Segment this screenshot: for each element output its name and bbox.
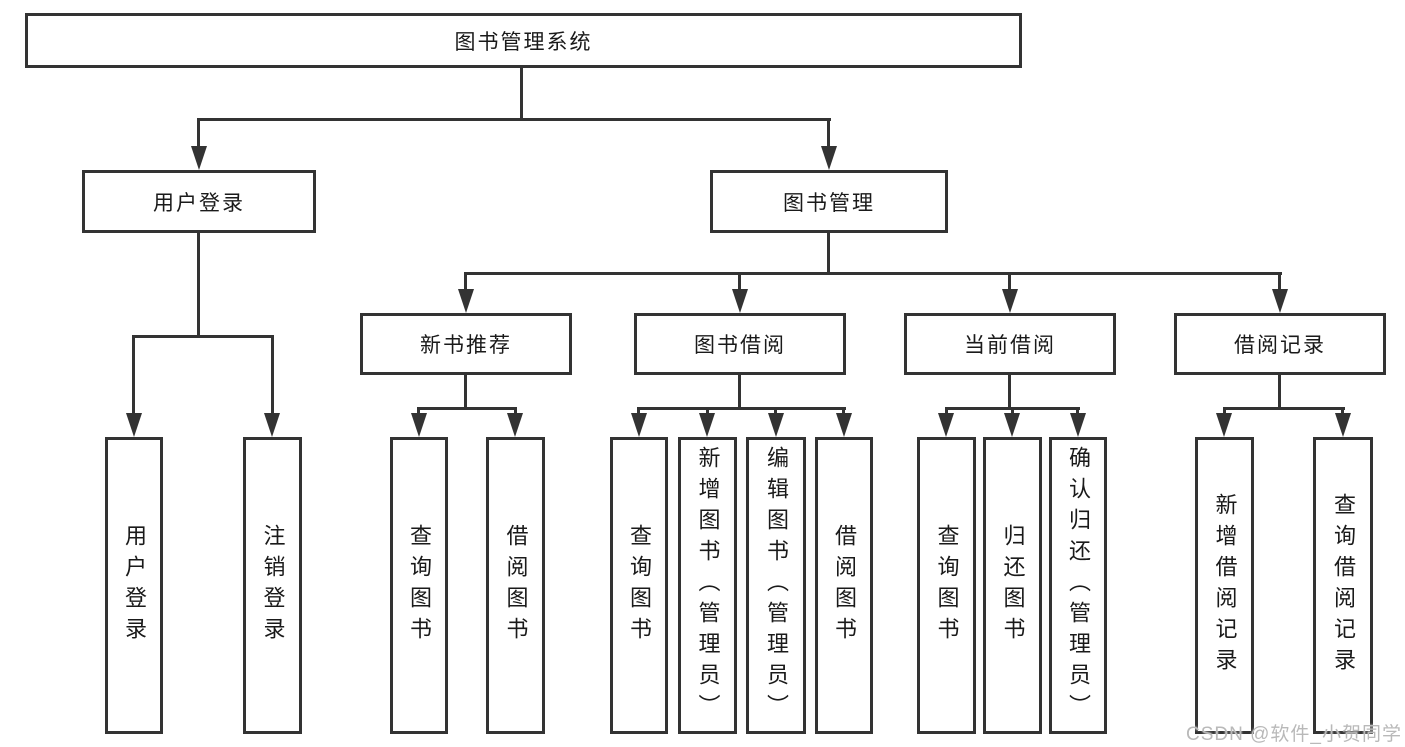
- leaf-add-books-admin: 新增图书（管理员）: [678, 437, 737, 734]
- arrow-down-icon: [699, 413, 715, 437]
- leaf-logout: 注销登录: [243, 437, 302, 734]
- arrow-down-icon: [1002, 289, 1018, 313]
- connector-current-borrow-stub: [1008, 375, 1011, 407]
- connector-leaf-stem: [1223, 407, 1226, 417]
- node-new-book-recommend: 新书推荐: [360, 313, 572, 375]
- arrow-down-icon: [1216, 413, 1232, 437]
- arrow-down-icon: [732, 289, 748, 313]
- connector-leaf-stem: [1011, 407, 1014, 417]
- connector-to-leaf-user-login: [132, 335, 135, 416]
- connector-to-new-book: [464, 272, 467, 292]
- arrow-down-icon: [458, 289, 474, 313]
- leaf-borrow-books: 借阅图书: [815, 437, 873, 734]
- connector-level2-bus: [197, 118, 831, 121]
- leaf-query-books-recommend: 查询图书: [390, 437, 448, 734]
- connector-root-stub: [520, 68, 523, 118]
- arrow-down-icon: [264, 413, 280, 437]
- connector-leaf-stem: [706, 407, 709, 417]
- arrow-down-icon: [191, 146, 207, 170]
- connector-book-borrow-stub: [738, 375, 741, 407]
- connector-leaf-stem: [945, 407, 948, 417]
- arrow-down-icon: [1004, 413, 1020, 437]
- node-current-borrow: 当前借阅: [904, 313, 1116, 375]
- connector-to-leaf-logout: [271, 335, 274, 416]
- connector-to-book-management: [827, 118, 830, 150]
- node-book-borrow: 图书借阅: [634, 313, 846, 375]
- leaf-edit-books-admin: 编辑图书（管理员）: [746, 437, 806, 734]
- connector-leaf-stem: [1341, 407, 1344, 417]
- connector-leaf-stem: [637, 407, 640, 417]
- leaf-confirm-return-admin: 确认归还（管理员）: [1049, 437, 1107, 734]
- arrow-down-icon: [1272, 289, 1288, 313]
- connector-borrow-records-stub: [1278, 375, 1281, 407]
- arrow-down-icon: [126, 413, 142, 437]
- leaf-return-books: 归还图书: [983, 437, 1042, 734]
- connector-leaf-stem: [1076, 407, 1079, 417]
- connector-user-login-bus: [132, 335, 274, 338]
- connector-to-borrow-records: [1278, 272, 1281, 292]
- connector-book-management-stub: [827, 233, 830, 272]
- arrow-down-icon: [938, 413, 954, 437]
- node-user-login: 用户登录: [82, 170, 316, 233]
- leaf-borrow-books-recommend: 借阅图书: [486, 437, 545, 734]
- leaf-query-books-current: 查询图书: [917, 437, 976, 734]
- connector-leaf-stem: [514, 407, 517, 417]
- connector-leaf-stem: [774, 407, 777, 417]
- connector-to-current-borrow: [1008, 272, 1011, 292]
- node-root-library-system: 图书管理系统: [25, 13, 1022, 68]
- connector-to-user-login: [197, 118, 200, 150]
- connector-borrow-records-bus: [1223, 407, 1345, 410]
- connector-leaf-stem: [417, 407, 420, 417]
- csdn-watermark: CSDN @软件_小贺同学: [1186, 724, 1402, 745]
- node-book-management: 图书管理: [710, 170, 948, 233]
- connector-new-book-stub: [464, 375, 467, 407]
- node-borrow-records: 借阅记录: [1174, 313, 1386, 375]
- connector-user-login-stub: [197, 233, 200, 335]
- arrow-down-icon: [821, 146, 837, 170]
- leaf-query-books-borrow: 查询图书: [610, 437, 668, 734]
- arrow-down-icon: [411, 413, 427, 437]
- arrow-down-icon: [1070, 413, 1086, 437]
- connector-leaf-stem: [842, 407, 845, 417]
- leaf-add-borrow-record: 新增借阅记录: [1195, 437, 1254, 734]
- connector-to-book-borrow: [738, 272, 741, 292]
- connector-level3-bus: [464, 272, 1282, 275]
- leaf-user-login: 用户登录: [105, 437, 163, 734]
- arrow-down-icon: [631, 413, 647, 437]
- arrow-down-icon: [768, 413, 784, 437]
- arrow-down-icon: [1335, 413, 1351, 437]
- connector-book-borrow-bus: [638, 407, 846, 410]
- leaf-query-borrow-record: 查询借阅记录: [1313, 437, 1373, 734]
- connector-new-book-bus: [418, 407, 517, 410]
- arrow-down-icon: [836, 413, 852, 437]
- arrow-down-icon: [507, 413, 523, 437]
